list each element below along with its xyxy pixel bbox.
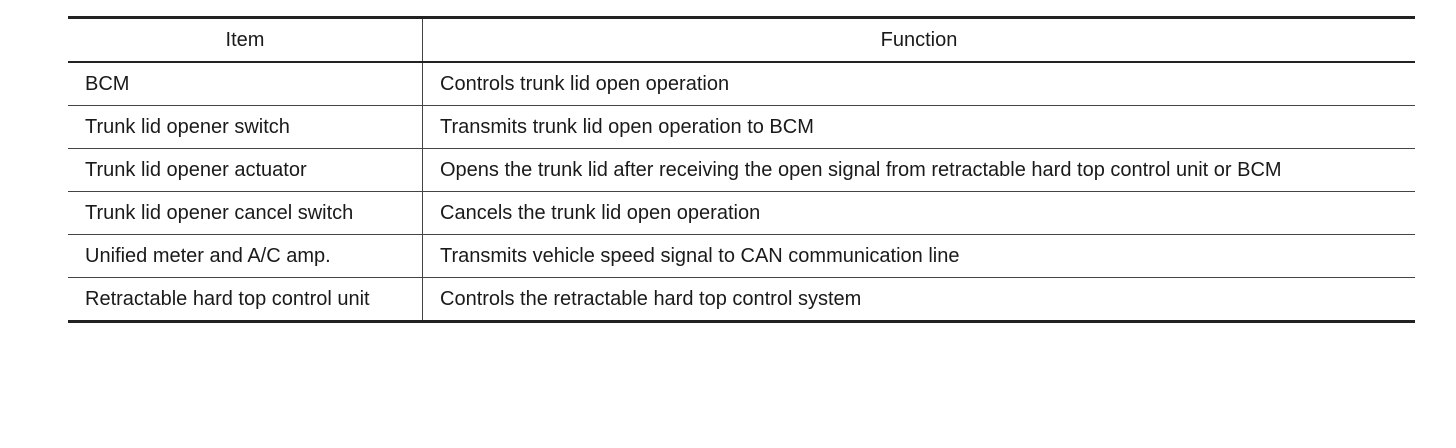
table-row: Retractable hard top control unit Contro… <box>68 277 1415 322</box>
cell-item: Retractable hard top control unit <box>68 277 423 322</box>
cell-item: Trunk lid opener switch <box>68 105 423 149</box>
header-item: Item <box>68 17 423 62</box>
header-row: Item Function <box>68 17 1415 62</box>
table-body: BCM Controls trunk lid open operation Tr… <box>68 62 1415 322</box>
cell-function: Cancels the trunk lid open operation <box>440 201 761 224</box>
table-row: BCM Controls trunk lid open operation <box>68 62 1415 106</box>
table-row: Trunk lid opener switch Transmits trunk … <box>68 105 1415 149</box>
cell-function: Controls trunk lid open operation <box>440 72 730 95</box>
table-header: Item Function <box>68 17 1415 62</box>
header-function: Function <box>880 28 958 51</box>
cell-item: BCM <box>68 62 423 106</box>
table-row: Trunk lid opener cancel switch Cancels t… <box>68 191 1415 235</box>
cell-item: Unified meter and A/C amp. <box>68 234 423 278</box>
cell-function: Opens the trunk lid after receiving the … <box>440 158 1282 181</box>
cell-function: Transmits vehicle speed signal to CAN co… <box>440 244 960 267</box>
cell-function: Controls the retractable hard top contro… <box>440 287 862 310</box>
cell-function: Transmits trunk lid open operation to BC… <box>440 115 814 138</box>
table-row: Trunk lid opener actuator Opens the trun… <box>68 148 1415 192</box>
cell-item: Trunk lid opener actuator <box>68 148 423 192</box>
cell-item: Trunk lid opener cancel switch <box>68 191 423 235</box>
table-row: Unified meter and A/C amp. Transmits veh… <box>68 234 1415 278</box>
component-function-table-container: Item Function BCM Controls trunk lid ope… <box>68 16 1415 323</box>
component-function-table: Item Function BCM Controls trunk lid ope… <box>68 16 1415 323</box>
